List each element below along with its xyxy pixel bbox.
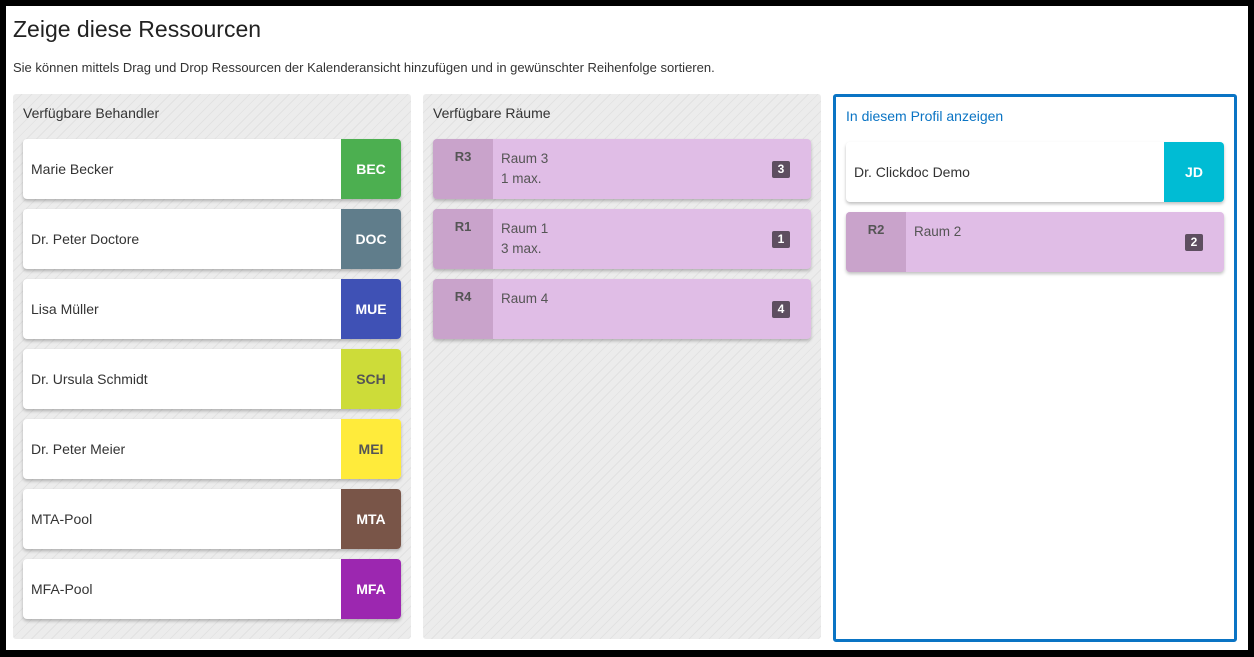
practitioner-badge: JD — [1164, 142, 1224, 202]
panel-title: Verfügbare Behandler — [23, 105, 160, 121]
practitioner-card[interactable]: MTA-Pool MTA — [23, 489, 401, 549]
practitioner-card[interactable]: Dr. Peter Doctore DOC — [23, 209, 401, 269]
practitioner-name: Dr. Clickdoc Demo — [854, 164, 970, 180]
page: Zeige diese Ressourcen Sie können mittel… — [6, 6, 1248, 650]
room-number-icon: 3 — [772, 161, 790, 178]
practitioner-badge: MTA — [341, 489, 401, 549]
available-rooms-panel: Verfügbare Räume R3 Raum 3 1 max. 3 R1 Ra… — [423, 94, 821, 639]
practitioner-name: MFA-Pool — [31, 581, 93, 597]
page-title: Zeige diese Ressourcen — [13, 16, 262, 42]
room-card[interactable]: R4 Raum 4 4 — [433, 279, 811, 339]
practitioner-card[interactable]: Dr. Clickdoc Demo JD — [846, 142, 1224, 202]
practitioner-badge: DOC — [341, 209, 401, 269]
available-practitioners-panel: Verfügbare Behandler Marie Becker BEC Dr… — [13, 94, 411, 639]
practitioner-name: Lisa Müller — [31, 301, 99, 317]
practitioner-name: Dr. Peter Meier — [31, 441, 126, 457]
room-number-icon: 4 — [772, 301, 790, 318]
room-card[interactable]: R1 Raum 1 3 max. 1 — [433, 209, 811, 269]
panel-title: Verfügbare Räume — [433, 105, 551, 121]
practitioner-badge: MUE — [341, 279, 401, 339]
practitioner-name: Marie Becker — [31, 161, 114, 177]
room-tag: R4 — [433, 279, 493, 339]
practitioner-badge: MEI — [341, 419, 401, 479]
room-card[interactable]: R2 Raum 2 2 — [846, 212, 1224, 272]
room-card[interactable]: R3 Raum 3 1 max. 3 — [433, 139, 811, 199]
room-name: Raum 3 — [501, 151, 549, 166]
practitioner-card[interactable]: Lisa Müller MUE — [23, 279, 401, 339]
practitioner-name: MTA-Pool — [31, 511, 93, 527]
room-tag: R2 — [846, 212, 906, 272]
practitioner-badge: BEC — [341, 139, 401, 199]
room-capacity: 3 max. — [501, 241, 542, 256]
practitioner-name: Dr. Peter Doctore — [31, 231, 140, 247]
panel-title: In diesem Profil anzeigen — [846, 108, 1004, 124]
room-number-icon: 1 — [772, 231, 790, 248]
room-number-icon: 2 — [1185, 234, 1203, 251]
room-tag: R1 — [433, 209, 493, 269]
practitioner-badge: MFA — [341, 559, 401, 619]
practitioner-card[interactable]: Marie Becker BEC — [23, 139, 401, 199]
practitioner-name: Dr. Ursula Schmidt — [31, 371, 148, 387]
room-name: Raum 4 — [501, 291, 549, 306]
room-name: Raum 1 — [501, 221, 549, 236]
room-capacity: 1 max. — [501, 171, 542, 186]
page-subtitle: Sie können mittels Drag und Drop Ressour… — [13, 60, 715, 75]
room-name: Raum 2 — [914, 224, 962, 239]
room-tag: R3 — [433, 139, 493, 199]
practitioner-badge: SCH — [341, 349, 401, 409]
profile-dropzone-panel[interactable]: In diesem Profil anzeigen Dr. Clickdoc D… — [833, 94, 1237, 642]
practitioner-card[interactable]: MFA-Pool MFA — [23, 559, 401, 619]
practitioner-card[interactable]: Dr. Peter Meier MEI — [23, 419, 401, 479]
practitioner-card[interactable]: Dr. Ursula Schmidt SCH — [23, 349, 401, 409]
